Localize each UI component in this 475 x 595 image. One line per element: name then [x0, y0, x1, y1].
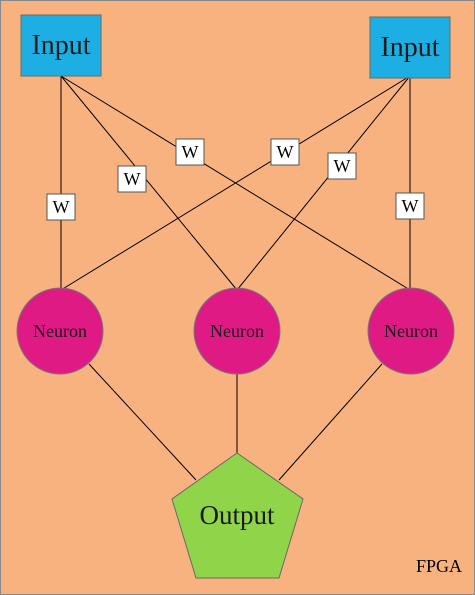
neuron-label: Neuron	[33, 321, 87, 341]
neuron-circle	[16, 287, 104, 375]
weight-box-2: W	[117, 165, 147, 193]
neuron-node-left: Neuron	[16, 287, 104, 375]
connection-line	[236, 75, 411, 291]
fpga-label: FPGA	[416, 556, 462, 576]
input-node-left: Input	[20, 14, 102, 77]
output-label: Output	[199, 500, 275, 530]
neuron-label: Neuron	[210, 321, 264, 341]
connection-line	[60, 75, 238, 291]
weight-label: W	[402, 196, 419, 216]
input-box	[369, 16, 451, 79]
input-label: Input	[31, 30, 90, 61]
weight-box-6: W	[395, 192, 425, 220]
output-node: Output	[171, 452, 304, 579]
weight-box	[395, 192, 425, 220]
connection-line	[60, 75, 411, 291]
weight-label: W	[124, 169, 141, 189]
weight-label: W	[182, 142, 199, 162]
weight-box	[117, 165, 147, 193]
weight-label: W	[277, 142, 294, 162]
weight-box	[175, 138, 205, 166]
weight-label: W	[334, 156, 351, 176]
weight-label: W	[53, 197, 70, 217]
weight-box	[270, 138, 300, 166]
connection-line	[88, 363, 197, 481]
neuron-node-right: Neuron	[367, 287, 455, 375]
output-pentagon	[171, 452, 304, 579]
weight-box-5: W	[327, 152, 357, 180]
weight-box-1: W	[46, 193, 76, 221]
neuron-node-center: Neuron	[193, 287, 281, 375]
neuron-circle	[367, 287, 455, 375]
connection-lines	[60, 75, 411, 481]
neuron-circle	[193, 287, 281, 375]
weight-box-4: W	[270, 138, 300, 166]
weight-box-3: W	[175, 138, 205, 166]
connection-line	[278, 363, 383, 481]
weight-box	[46, 193, 76, 221]
input-node-right: Input	[369, 16, 451, 79]
weight-box	[327, 152, 357, 180]
input-box	[20, 14, 102, 77]
neuron-label: Neuron	[384, 321, 438, 341]
input-label: Input	[380, 32, 439, 63]
